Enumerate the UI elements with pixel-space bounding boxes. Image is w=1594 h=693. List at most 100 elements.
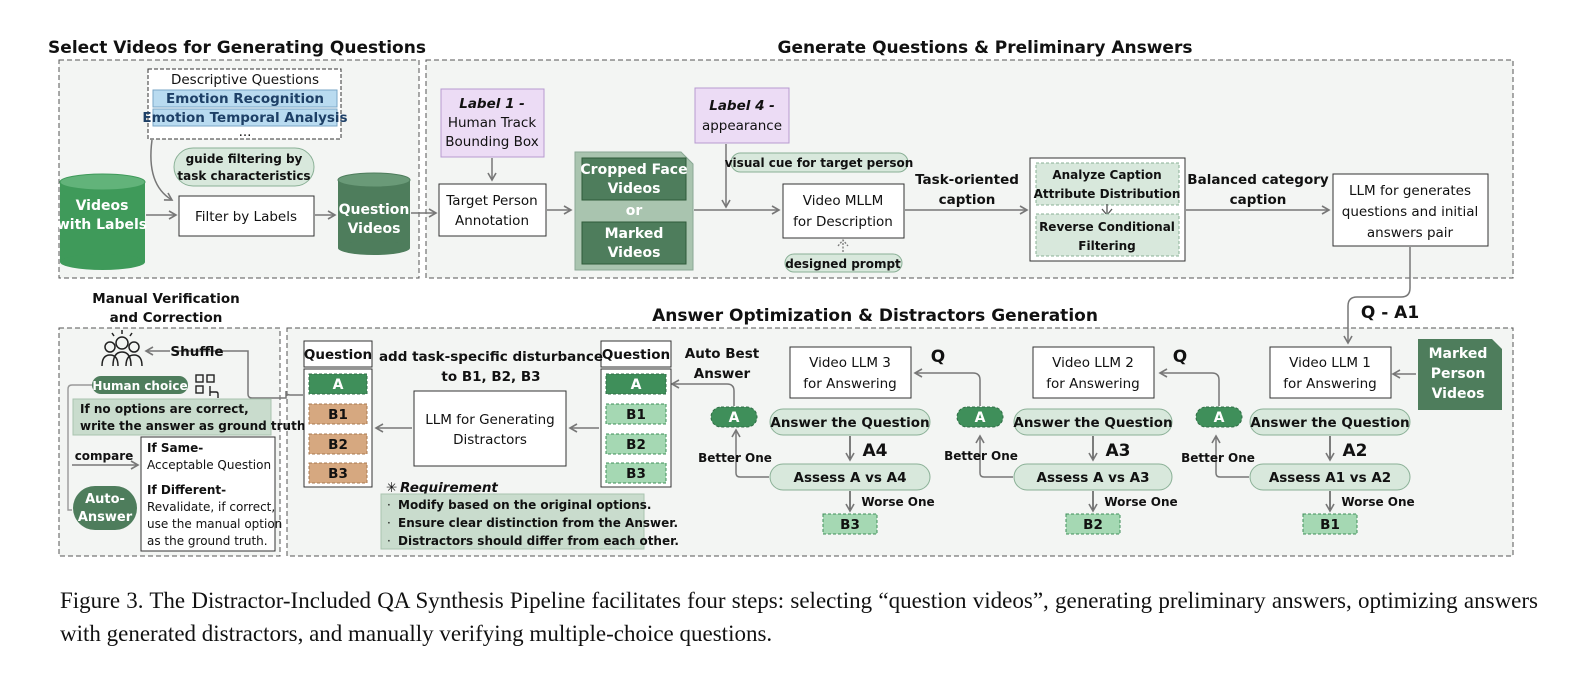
guide-filtering-line1: guide filtering by — [186, 152, 303, 166]
option-b2-left-label: B2 — [328, 437, 348, 453]
videos-with-labels-line2: with Labels — [57, 217, 147, 233]
b3-label-1: B3 — [840, 517, 860, 533]
section-title-select: Select Videos for Generating Questions — [48, 38, 426, 58]
qr-touch-icon — [195, 374, 219, 398]
option-b2-left — [308, 433, 368, 455]
worse-one-2: Worse One — [1104, 495, 1177, 509]
requirement-3: Distractors should differ from each othe… — [398, 534, 679, 548]
manual-bracket-line — [67, 384, 92, 511]
better-one-1: Better One — [1181, 451, 1255, 465]
answer-question-1 — [1249, 408, 1411, 436]
option-b1-right — [605, 403, 667, 425]
option-a-right — [605, 373, 667, 395]
requirement-1: Modify based on the original options. — [398, 498, 652, 512]
video-llm2-line1: Video LLM 2 — [1052, 355, 1134, 371]
option-a-left-label: A — [333, 377, 344, 393]
if-no-line2: write the answer as ground truth — [80, 419, 305, 433]
balanced-line1: Balanced category — [1187, 172, 1329, 188]
reverse-line1: Reverse Conditional — [1039, 220, 1175, 234]
descriptive-ellipsis: ... — [239, 124, 252, 140]
answer-question-2-label: Answer the Question — [1013, 415, 1172, 431]
video-llm1-line2: for Answering — [1283, 376, 1376, 392]
requirement-title: Requirement — [400, 480, 498, 496]
better-one-3: Better One — [698, 451, 772, 465]
auto-best-line2: Answer — [694, 366, 751, 382]
if-same-label: If Same- — [147, 441, 203, 455]
arrow-llm-vllm1 — [1343, 247, 1411, 345]
if-no-options-box — [72, 398, 272, 436]
video-llm1-box — [1269, 346, 1392, 399]
marked-videos-line2: Videos — [608, 245, 661, 261]
marked-videos-box — [581, 221, 687, 265]
a3-label: A3 — [1106, 441, 1131, 461]
a-badge-1-label: A — [1214, 410, 1225, 426]
arrow-question-shuffle — [176, 350, 303, 399]
video-mllm-box — [782, 183, 905, 239]
video-llm2-line2: for Answering — [1046, 376, 1139, 392]
filter-by-labels-label: Filter by Labels — [195, 209, 297, 225]
compare-label: compare — [75, 449, 134, 463]
a2-label: A2 — [1343, 441, 1368, 461]
desc-arrow — [150, 139, 174, 201]
option-b1-left — [308, 403, 368, 425]
guide-filtering-line2: task characteristics — [177, 169, 310, 183]
figure-caption: Figure 3. The Distractor-Included QA Syn… — [60, 588, 1538, 646]
worse-one-3: Worse One — [861, 495, 934, 509]
arrow-a1-vllm2 — [1158, 368, 1220, 406]
guide-filtering-pill — [173, 147, 315, 187]
cropped-face-line2: Videos — [608, 181, 661, 197]
video-llm3-line2: for Answering — [803, 376, 896, 392]
better-one-2: Better One — [944, 449, 1018, 463]
revalidate-line2: use the manual option — [147, 517, 282, 531]
cropped-face-box — [581, 157, 687, 201]
requirement-bullet-2: · — [387, 516, 391, 530]
visual-cue-label: visual cue for target person — [725, 156, 914, 170]
assess-3 — [769, 463, 931, 491]
compare-rules-box — [140, 436, 276, 552]
marked-person-line2: Person — [1431, 366, 1486, 382]
answer-question-1-label: Answer the Question — [1250, 415, 1409, 431]
question-videos-line2: Videos — [348, 221, 401, 237]
requirement-2: Ensure clear distinction from the Answer… — [398, 516, 678, 530]
question-header-right-label: Question — [602, 347, 670, 363]
human-choice-label: Human choice — [92, 379, 187, 393]
arrow-assess3-better — [731, 428, 769, 478]
requirement-bullet-3: · — [387, 534, 391, 548]
qa1-label: Q - A1 — [1361, 303, 1419, 323]
reverse-filtering-box — [1035, 213, 1180, 257]
task-caption-line2: caption — [939, 192, 996, 208]
assess-3-label: Assess A vs A4 — [794, 470, 907, 486]
analyze-line2: Attribute Distribution — [1034, 187, 1181, 201]
label4-line2: appearance — [702, 118, 782, 134]
marked-videos-line1: Marked — [605, 226, 664, 242]
a-badge-1 — [1195, 406, 1243, 428]
section-title-manual-2: and Correction — [110, 310, 223, 326]
human-choice-pill — [92, 376, 188, 394]
option-b3-right — [605, 462, 667, 484]
section-title-generate: Generate Questions & Preliminary Answers — [778, 38, 1193, 58]
task-caption-line1: Task-oriented — [915, 172, 1019, 188]
llm-generates-line3: answers pair — [1367, 225, 1454, 241]
marked-person-line1: Marked — [1429, 346, 1488, 362]
label4-box — [694, 87, 790, 144]
a-badge-2 — [956, 406, 1004, 428]
descriptive-questions-header: Descriptive Questions — [171, 72, 319, 88]
worse-one-1: Worse One — [1341, 495, 1414, 509]
filter-by-labels-box — [178, 195, 315, 237]
video-mllm-line2: for Description — [793, 214, 893, 230]
arrow-a2-vllm3 — [913, 368, 981, 406]
add-task-line2: to B1, B2, B3 — [441, 369, 540, 385]
a-badge-3-label: A — [729, 410, 740, 426]
revalidate-line3: as the ground truth. — [147, 534, 268, 548]
acceptable-label: Acceptable Question — [147, 458, 271, 472]
auto-answer-line1: Auto- — [85, 492, 125, 507]
auto-best-line1: Auto Best — [685, 346, 760, 362]
marked-person-videos-doc — [1418, 339, 1502, 410]
assess-1 — [1249, 463, 1411, 491]
b1-tag-1 — [1302, 513, 1358, 535]
or-label: or — [626, 203, 643, 219]
question-header-right — [600, 340, 672, 368]
video-llm3-box — [789, 346, 912, 399]
assess-1-label: Assess A1 vs A2 — [1269, 470, 1391, 486]
assess-2 — [1013, 463, 1173, 491]
